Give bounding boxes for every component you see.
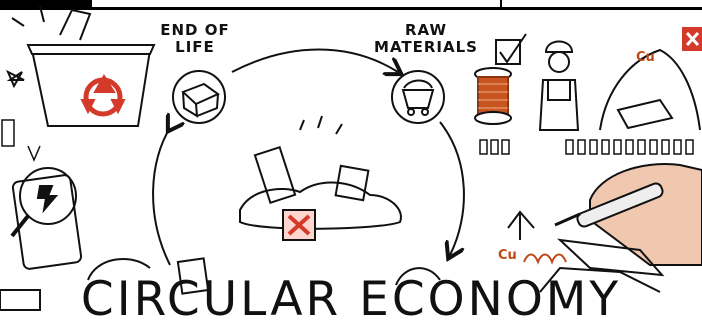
side-doodles [1,119,41,162]
top-border [0,0,702,10]
copper-symbol-bottom: Cu [498,248,517,263]
recycling-bin-icon [6,5,156,127]
bottom-figures [0,257,661,311]
hand-with-marker-icon [554,163,702,266]
broken-phones-icon [239,115,402,241]
copper-symbol-top: Cu [636,50,655,65]
end-of-life-label: END OF LIFE [160,21,230,56]
box-icon [172,70,226,124]
battery-icon [479,139,694,155]
magnifier-phone-icon [10,167,83,270]
copper-spool-icon [474,67,512,125]
mine-cart-icon [391,70,445,124]
raw-materials-label: RAW MATERIALS [374,21,478,56]
checkbox-icon [495,33,527,65]
circuit-sketch-icon [507,210,665,277]
mine-pile-icon [599,27,702,131]
miner-icon [538,40,580,131]
cycle-arrows [152,48,465,266]
page-title: CIRCULAR ECONOMY [80,272,622,327]
